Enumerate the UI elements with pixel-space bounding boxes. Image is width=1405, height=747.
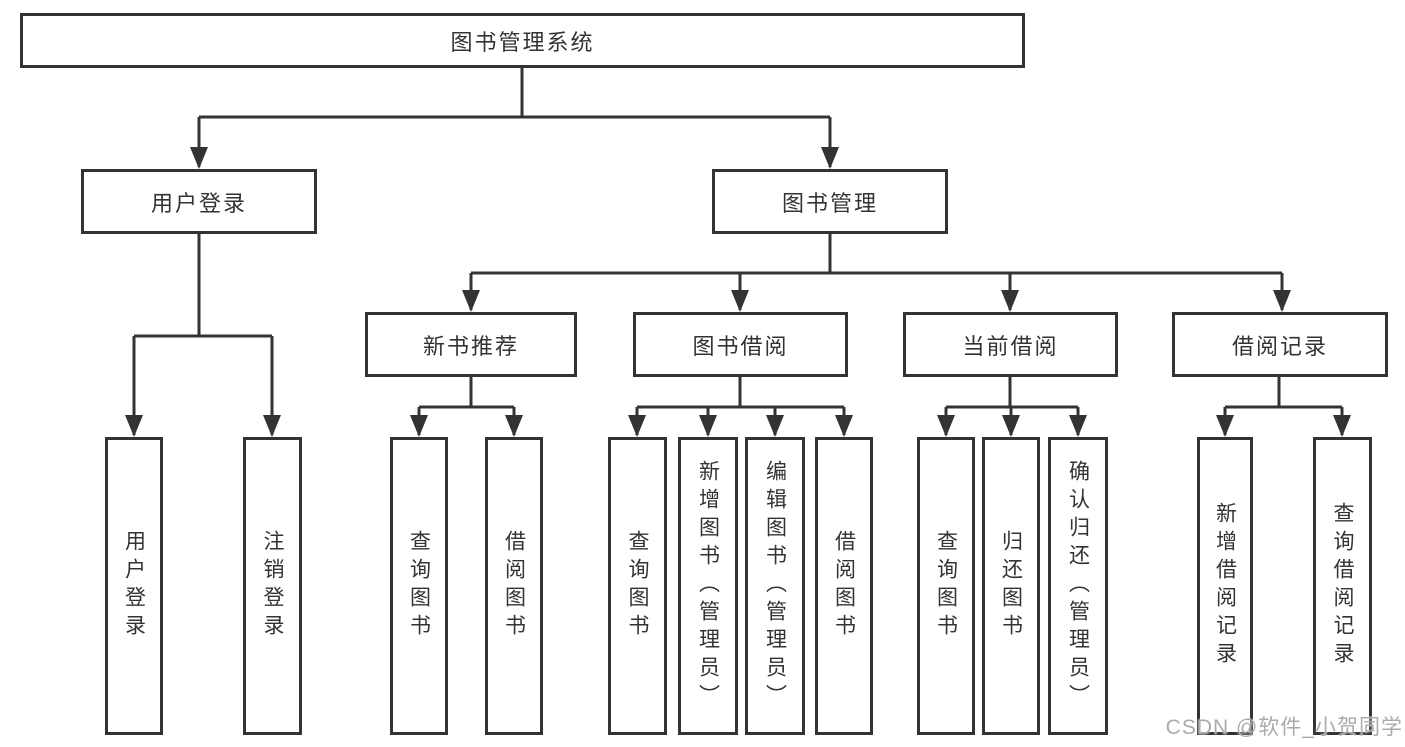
- leaf-add-borrow-record: 新增借阅记录: [1197, 437, 1253, 735]
- leaf-return-books: 归还图书: [982, 437, 1040, 735]
- node-current-borrow: 当前借阅: [903, 312, 1118, 377]
- arrowheads-level2: [190, 147, 839, 169]
- leaf-borrow-books: 借阅图书: [815, 437, 873, 735]
- leaf-confirm-return-admin: 确认归还（管理员）: [1048, 437, 1108, 735]
- leaf-borrow-books-recommend: 借阅图书: [485, 437, 543, 735]
- connector-user-login-branch: [132, 234, 274, 435]
- leaf-query-borrow-record: 查询借阅记录: [1313, 437, 1372, 735]
- leaf-logout: 注销登录: [243, 437, 302, 735]
- arrowheads-current-borrow-branch: [937, 415, 1087, 437]
- node-new-book-recommend: 新书推荐: [365, 312, 577, 377]
- connector-book-borrow-branch: [635, 377, 846, 435]
- node-borrow-records: 借阅记录: [1172, 312, 1388, 377]
- leaf-query-books-borrow: 查询图书: [608, 437, 667, 735]
- connector-book-mgmt-to-level3: [469, 234, 1284, 310]
- leaf-edit-books-admin: 编辑图书（管理员）: [745, 437, 805, 735]
- leaf-add-books-admin: 新增图书（管理员）: [678, 437, 738, 735]
- leaf-query-books-current: 查询图书: [917, 437, 975, 735]
- leaf-user-login: 用户登录: [105, 437, 163, 735]
- arrowheads-new-book-branch: [410, 415, 523, 437]
- arrowheads-user-login-branch: [125, 415, 281, 437]
- arrowheads-level3: [462, 290, 1291, 312]
- arrowheads-borrow-records-branch: [1216, 415, 1351, 437]
- leaf-query-books-recommend: 查询图书: [390, 437, 448, 735]
- csdn-watermark: CSDN @软件_小贺同学: [1165, 716, 1403, 739]
- node-user-login: 用户登录: [81, 169, 317, 234]
- node-book-borrow: 图书借阅: [633, 312, 848, 377]
- node-book-management: 图书管理: [712, 169, 948, 234]
- arrowheads-book-borrow-branch: [628, 415, 853, 437]
- connector-new-book-branch: [417, 377, 516, 435]
- connector-root-to-level2: [197, 68, 832, 167]
- node-library-management-system: 图书管理系统: [20, 13, 1025, 68]
- connector-borrow-records-branch: [1223, 377, 1344, 435]
